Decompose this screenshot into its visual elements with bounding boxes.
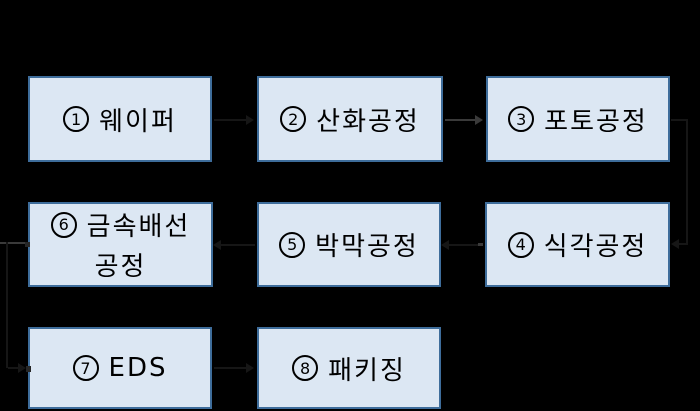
arrowhead-icon [475, 115, 483, 125]
arrowhead-icon [18, 363, 26, 373]
connector-metalwiring-eds [6, 242, 8, 368]
connector-metalwiring-eds [8, 367, 22, 369]
arrowhead-notch [26, 366, 31, 372]
connector-thinfilm-metalwiring [219, 244, 255, 246]
process-box-title: 3 포토공정 [508, 101, 648, 138]
process-box-thin-film: 5 박막공정 [257, 202, 441, 287]
process-label: 웨이퍼 [99, 106, 177, 137]
process-label: 포토공정 [544, 106, 648, 137]
process-box-title: 5 박막공정 [279, 226, 419, 263]
connector-photo-etching [686, 119, 688, 245]
process-box-title: 1 웨이퍼 [63, 101, 177, 138]
process-label: 박막공정 [315, 232, 419, 262]
process-box-title: 8 패키징 [292, 350, 406, 387]
circled-number: 5 [279, 231, 306, 258]
connector-photo-etching [671, 119, 688, 121]
circled-number: 1 [63, 106, 90, 132]
circled-number: 6 [50, 211, 77, 238]
connector-wafer-oxidation [214, 119, 248, 121]
process-label: 패키징 [328, 355, 406, 386]
circled-number: 8 [292, 355, 319, 381]
process-box-oxidation: 2 산화공정 [257, 76, 443, 162]
arrowhead-notch [25, 242, 30, 247]
process-box-eds: 7 EDS [28, 327, 212, 409]
connector-eds-packaging [214, 367, 248, 369]
process-label: EDS [108, 353, 168, 383]
process-box-packaging: 8 패키징 [257, 327, 441, 409]
connector-etching-thinfilm [478, 243, 483, 246]
connector-photo-etching [677, 243, 688, 245]
process-box-title: 2 산화공정 [280, 101, 420, 138]
circled-number: 3 [508, 106, 535, 132]
arrowhead-icon [246, 363, 254, 373]
arrowhead-icon [671, 239, 679, 249]
circled-number: 2 [280, 106, 307, 132]
process-label: 식각공정 [543, 232, 648, 262]
connector-etching-thinfilm [448, 244, 483, 246]
arrowhead-icon [246, 115, 254, 125]
process-box-metal-wiring: 6 금속배선 공정 [28, 202, 213, 287]
process-box-title: 6 금속배선 [50, 206, 191, 243]
arrowhead-icon [213, 240, 221, 250]
process-label-line2: 공정 [94, 252, 147, 282]
process-box-photo: 3 포토공정 [486, 76, 670, 162]
process-box-etching: 4 식각공정 [485, 202, 670, 287]
arrowhead-icon [441, 240, 449, 250]
process-box-title: 7 EDS [72, 353, 168, 383]
connector-oxidation-photo [445, 119, 476, 121]
process-label: 금속배선 [86, 212, 191, 242]
process-box-title: 4 식각공정 [507, 226, 648, 263]
process-label: 산화공정 [316, 106, 420, 137]
process-box-wafer: 1 웨이퍼 [28, 76, 212, 162]
connector-metalwiring-eds [0, 242, 26, 244]
circled-number: 7 [72, 355, 99, 381]
circled-number: 4 [507, 231, 534, 258]
